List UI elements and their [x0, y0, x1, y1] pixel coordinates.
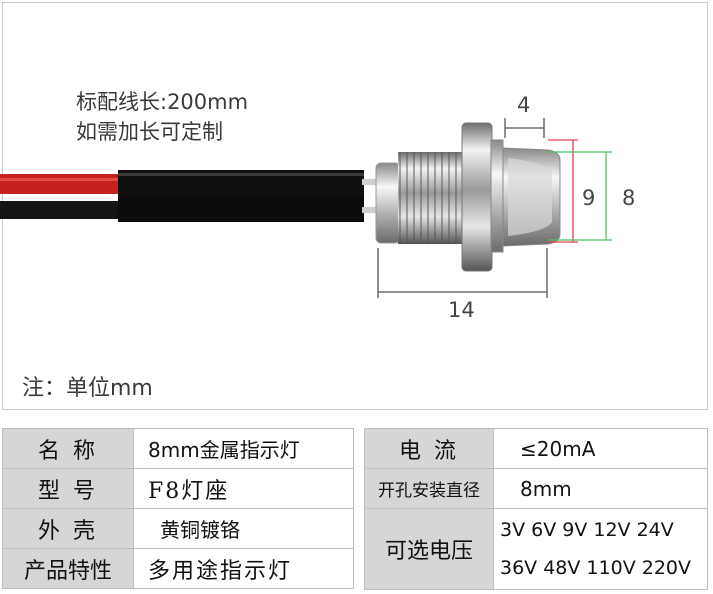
washer	[490, 139, 504, 253]
spec-value-name: 8mm金属指示灯	[133, 428, 354, 469]
indicator-lamp-drawing	[0, 118, 612, 298]
voltage-options-line-1: 3V 6V 9V 12V 24V	[500, 519, 674, 541]
spec-value-current: ≤20mA	[493, 428, 708, 469]
rear-cap	[375, 162, 401, 244]
spec-label-current: 电 流	[364, 428, 494, 469]
threaded-body	[398, 152, 462, 244]
spec-value-voltage: 3V 6V 9V 12V 24V 36V 48V 110V 220V	[493, 508, 708, 590]
red-wire	[0, 174, 120, 194]
voltage-options-line-2: 36V 48V 110V 220V	[500, 557, 691, 579]
table-row: 型 号 F8灯座	[2, 468, 354, 509]
spec-label-hole-diameter: 开孔安装直径	[364, 468, 494, 509]
wire-length-note: 标配线长:200mm	[76, 90, 249, 114]
dimension-8-label: 8	[622, 186, 636, 210]
table-row: 电 流 ≤20mA	[364, 428, 708, 469]
spec-label-shell: 外 壳	[2, 508, 134, 549]
table-row: 可选电压 3V 6V 9V 12V 24V 36V 48V 110V 220V	[364, 508, 708, 590]
heat-shrink-sleeves	[118, 170, 364, 222]
custom-length-note: 如需加长可定制	[76, 120, 223, 144]
spec-value-feature: 多用途指示灯	[133, 548, 354, 589]
table-row: 名 称 8mm金属指示灯	[2, 428, 354, 469]
spec-label-name: 名 称	[2, 428, 134, 469]
dimension-14-label: 14	[448, 298, 475, 322]
table-row: 开孔安装直径 8mm	[364, 468, 708, 509]
dimension-lines	[377, 118, 612, 298]
table-row: 产品特性 多用途指示灯	[2, 548, 354, 589]
spec-value-shell: 黄铜镀铬	[133, 508, 354, 549]
hex-nut	[461, 122, 493, 272]
spec-label-feature: 产品特性	[2, 548, 134, 589]
dimension-9-label: 9	[582, 186, 596, 210]
table-row: 外 壳 黄铜镀铬	[2, 508, 354, 549]
spec-table-right: 电 流 ≤20mA 开孔安装直径 8mm 可选电压 3V 6V 9V 12V 2…	[364, 428, 708, 590]
lead-pins	[362, 179, 380, 213]
spec-table-left: 名 称 8mm金属指示灯 型 号 F8灯座 外 壳 黄铜镀铬 产品特性 多用途指…	[2, 428, 354, 589]
spec-value-hole-diameter: 8mm	[493, 468, 708, 509]
black-wire	[0, 201, 120, 219]
spec-value-model: F8灯座	[133, 468, 354, 509]
unit-note: 注：单位mm	[22, 376, 153, 401]
spec-label-model: 型 号	[2, 468, 134, 509]
dimension-4-label: 4	[517, 93, 531, 117]
spec-label-voltage: 可选电压	[364, 508, 494, 590]
